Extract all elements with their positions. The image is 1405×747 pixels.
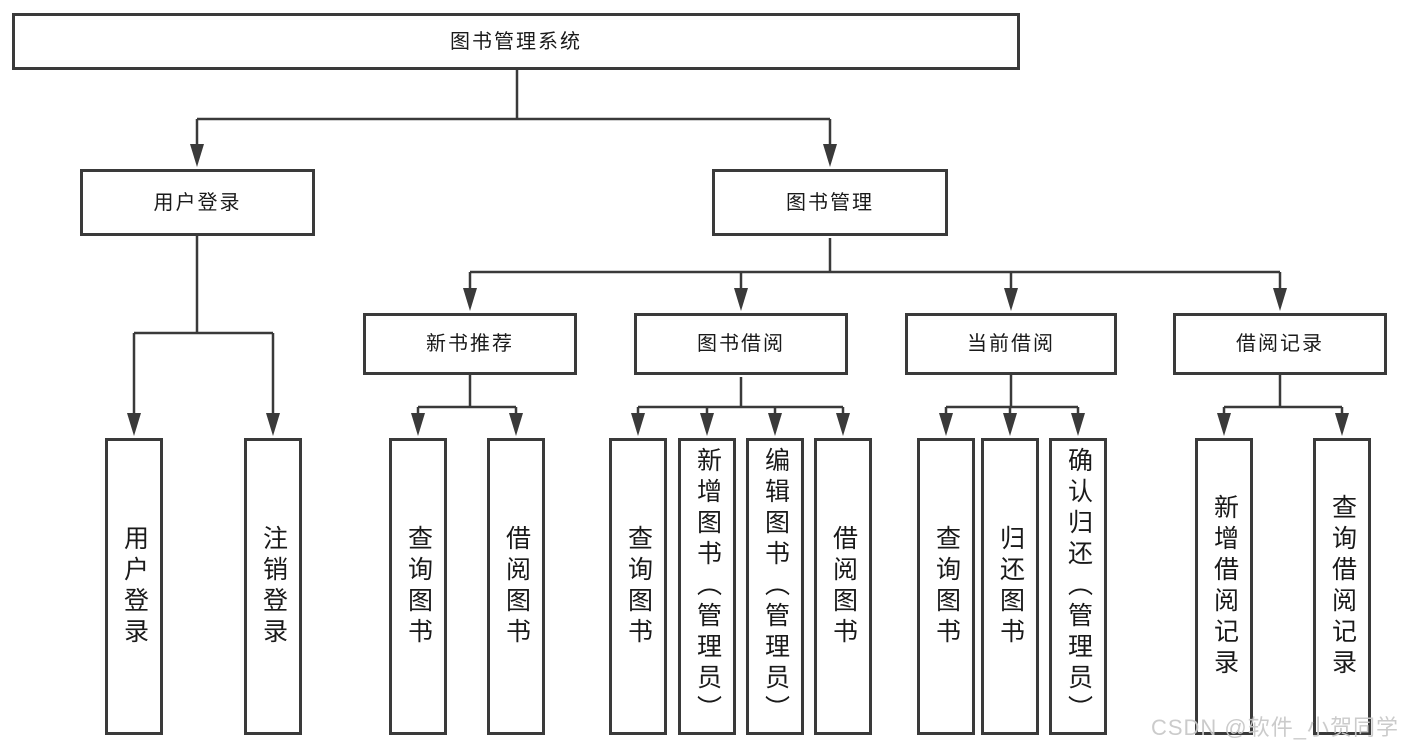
node-new-book-recommend-label: 新书推荐: [426, 333, 514, 355]
arrow-down-icon: [1217, 413, 1231, 436]
leaf-confirm-return-admin-label: 确认归还（管理员）: [1064, 447, 1093, 726]
arrow-down-icon: [939, 413, 953, 436]
arrow-down-icon: [1071, 413, 1085, 436]
leaf-borrow-books-label: 借阅图书: [829, 524, 858, 649]
arrow-down-icon: [631, 413, 645, 436]
leaf-query-books-current: 查询图书: [917, 438, 975, 735]
leaf-add-borrow-record: 新增借阅记录: [1195, 438, 1253, 735]
leaf-user-login: 用户登录: [105, 438, 163, 735]
leaf-query-borrow-record-label: 查询借阅记录: [1328, 493, 1357, 680]
root-node-library-system: 图书管理系统: [12, 13, 1020, 70]
arrow-down-icon: [411, 413, 425, 436]
arrow-down-icon: [1004, 288, 1018, 311]
leaf-query-books-borrowing: 查询图书: [609, 438, 667, 735]
leaf-add-books-admin: 新增图书（管理员）: [678, 438, 736, 735]
leaf-add-borrow-record-label: 新增借阅记录: [1210, 493, 1239, 680]
arrow-down-icon: [836, 413, 850, 436]
node-borrowing-records: 借阅记录: [1173, 313, 1387, 375]
csdn-watermark: CSDN @软件_小贺同学: [1150, 715, 1399, 740]
leaf-query-books-recommend: 查询图书: [389, 438, 447, 735]
leaf-query-books-borrowing-label: 查询图书: [624, 524, 653, 649]
leaf-logout: 注销登录: [244, 438, 302, 735]
arrow-down-icon: [266, 413, 280, 436]
arrow-down-icon: [768, 413, 782, 436]
arrow-down-icon: [823, 144, 837, 167]
leaf-add-books-admin-label: 新增图书（管理员）: [693, 447, 722, 726]
arrow-down-icon: [127, 413, 141, 436]
arrow-down-icon: [1335, 413, 1349, 436]
node-book-borrowing-label: 图书借阅: [697, 333, 785, 355]
node-book-borrowing: 图书借阅: [634, 313, 848, 375]
leaf-edit-books-admin: 编辑图书（管理员）: [746, 438, 804, 735]
node-user-login: 用户登录: [80, 169, 315, 236]
node-borrowing-records-label: 借阅记录: [1236, 333, 1324, 355]
arrow-down-icon: [1273, 288, 1287, 311]
leaf-borrow-books: 借阅图书: [814, 438, 872, 735]
leaf-query-borrow-record: 查询借阅记录: [1313, 438, 1371, 735]
leaf-user-login-label: 用户登录: [120, 524, 149, 649]
leaf-return-books-label: 归还图书: [996, 524, 1025, 649]
arrow-down-icon: [734, 288, 748, 311]
node-current-borrowing-label: 当前借阅: [967, 333, 1055, 355]
node-book-management-label: 图书管理: [786, 191, 874, 214]
connector-path: [132, 70, 1344, 415]
node-user-login-label: 用户登录: [153, 191, 242, 214]
arrow-down-icon: [509, 413, 523, 436]
node-new-book-recommend: 新书推荐: [363, 313, 577, 375]
leaf-edit-books-admin-label: 编辑图书（管理员）: [761, 447, 790, 726]
arrow-down-icon: [190, 144, 204, 167]
leaf-confirm-return-admin: 确认归还（管理员）: [1049, 438, 1107, 735]
arrow-down-icon: [700, 413, 714, 436]
leaf-borrow-books-recommend: 借阅图书: [487, 438, 545, 735]
arrow-down-icon: [463, 288, 477, 311]
root-node-label: 图书管理系统: [450, 30, 582, 53]
node-book-management: 图书管理: [712, 169, 948, 236]
leaf-query-books-current-label: 查询图书: [932, 524, 961, 649]
leaf-borrow-books-recommend-label: 借阅图书: [502, 524, 531, 649]
arrowhead-icons: [127, 144, 1349, 436]
node-current-borrowing: 当前借阅: [905, 313, 1117, 375]
leaf-query-books-recommend-label: 查询图书: [404, 524, 433, 649]
leaf-return-books: 归还图书: [981, 438, 1039, 735]
leaf-logout-label: 注销登录: [259, 524, 288, 649]
arrow-down-icon: [1003, 413, 1017, 436]
